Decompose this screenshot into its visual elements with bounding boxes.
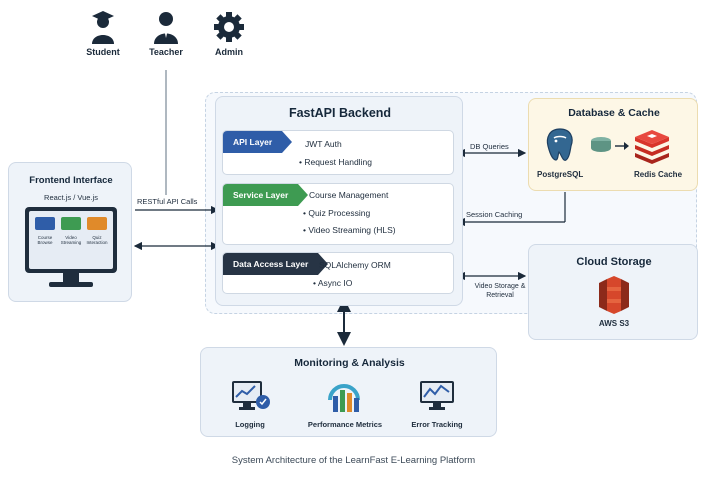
api-layer-item: Request Handling [299, 157, 372, 167]
tile-quiz-icon [87, 217, 107, 230]
cloud-title: Cloud Storage [576, 256, 652, 268]
redis-icon [635, 130, 669, 164]
backend-title: FastAPI Backend [288, 106, 392, 120]
monitor-base [49, 282, 93, 287]
student-icon [92, 11, 114, 44]
cache-disk-icon [591, 137, 611, 152]
user-teacher: Teacher [136, 10, 196, 57]
service-layer-item: Quiz Processing [303, 208, 370, 218]
arrow-right-icon [615, 142, 629, 150]
api-layer-tag: API Layer [223, 131, 293, 153]
tile-video-label: Video Streaming [60, 235, 82, 245]
data-layer-item: SQLAlchemy ORM [319, 260, 391, 270]
aws-s3-label: AWS S3 [598, 319, 630, 328]
monitor-icon: Course Browse Video Streaming Quiz Inter… [25, 207, 117, 273]
api-layer-item: JWT Auth [305, 139, 342, 149]
session-caching-label: Session Caching [466, 210, 523, 219]
performance-metrics-label: Performance Metrics [307, 420, 383, 429]
data-layer-box: Data Access Layer SQLAlchemy ORM Async I… [222, 252, 454, 294]
data-layer-tag: Data Access Layer [223, 253, 329, 275]
api-layer-box: API Layer JWT Auth Request Handling [222, 130, 454, 175]
db-queries-label: DB Queries [470, 142, 509, 151]
monitoring-title: Monitoring & Analysis [294, 357, 405, 369]
user-admin-label: Admin [215, 47, 243, 57]
diagram-caption: System Architecture of the LearnFast E-L… [231, 455, 476, 466]
restful-label: RESTful API Calls [137, 197, 198, 206]
data-layer-item: Async IO [313, 278, 352, 288]
service-layer-box: Service Layer Course Management Quiz Pro… [222, 183, 454, 245]
user-teacher-label: Teacher [149, 47, 183, 57]
teacher-icon [154, 12, 178, 44]
database-title: Database & Cache [568, 107, 660, 119]
user-student-label: Student [86, 47, 120, 57]
service-layer-item: Video Streaming (HLS) [303, 225, 395, 235]
frontend-subtitle: React.js / Vue.js [44, 193, 98, 202]
performance-metrics-icon [328, 384, 360, 412]
tile-quiz-label: Quiz Interaction [86, 235, 108, 245]
tile-course-icon [35, 217, 55, 230]
monitoring-panel: Monitoring & Analysis Logging Performanc… [200, 347, 497, 437]
service-layer-tag: Service Layer [223, 184, 309, 206]
video-storage-label: Video Storage & Retrieval [474, 283, 526, 299]
frontend-title: Frontend Interface [29, 175, 113, 186]
error-tracking-label: Error Tracking [411, 420, 463, 429]
monitor-stand [63, 273, 79, 283]
postgresql-label: PostgreSQL [537, 170, 584, 179]
user-admin: Admin [199, 10, 259, 57]
database-panel: Database & Cache PostgreSQL Redis Cache [528, 98, 698, 191]
logging-icon [232, 381, 270, 410]
user-student: Student [73, 10, 133, 57]
postgresql-elephant-icon [546, 128, 573, 161]
tile-course-label: Course Browse [37, 235, 53, 245]
frontend-panel: Frontend Interface React.js / Vue.js Cou… [8, 162, 132, 302]
admin-gear-icon [214, 12, 244, 42]
redis-label: Redis Cache [634, 170, 683, 179]
tile-video-icon [61, 217, 81, 230]
cloud-panel: Cloud Storage AWS S3 [528, 244, 698, 340]
aws-s3-icon [599, 276, 629, 314]
error-tracking-icon [420, 381, 454, 410]
logging-label: Logging [235, 420, 265, 429]
service-layer-item: Course Management [309, 190, 389, 200]
